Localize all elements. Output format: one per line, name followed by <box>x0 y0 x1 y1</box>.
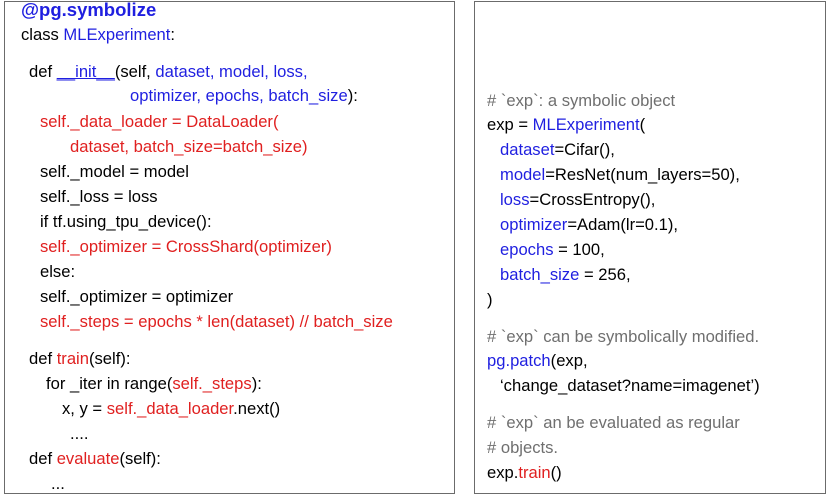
code-line: for _iter in range(self._steps): <box>46 374 262 394</box>
code-token: self._data_loader <box>106 399 234 418</box>
code-token: exp = <box>487 115 533 134</box>
code-line: # `exp`: a symbolic object <box>487 91 675 111</box>
code-token: def <box>29 349 57 368</box>
code-token: = 256, <box>579 265 631 284</box>
code-token: x, y = <box>62 399 107 418</box>
code-line: batch_size = 256, <box>500 265 631 285</box>
code-line: pg.patch(exp, <box>487 351 588 371</box>
code-token: optimizer, epochs, batch_size <box>130 86 348 105</box>
code-token: dataset <box>500 140 555 159</box>
code-line: dataset, batch_size=batch_size) <box>70 137 308 157</box>
code-line: exp.train() <box>487 463 562 483</box>
code-token: (self, <box>114 62 156 81</box>
code-line: if tf.using_tpu_device(): <box>40 212 212 232</box>
code-token: else: <box>40 262 76 281</box>
code-token: self._optimizer = CrossShard(optimizer) <box>40 237 332 256</box>
code-token: (self): <box>119 449 161 468</box>
code-line: model=ResNet(num_layers=50), <box>500 165 740 185</box>
code-token: =CrossEntropy(), <box>529 190 656 209</box>
code-token: loss <box>500 190 530 209</box>
code-token: =Cifar(), <box>554 140 615 159</box>
code-token: (exp, <box>550 351 588 370</box>
code-token: # `exp` can be symbolically modified. <box>487 327 760 346</box>
code-line: def evaluate(self): <box>29 449 161 469</box>
code-token: ): <box>251 374 262 393</box>
code-line: .... <box>70 424 88 444</box>
code-token: self._loss = loss <box>40 187 158 206</box>
code-token: def <box>29 449 57 468</box>
code-line: # `exp` an be evaluated as regular <box>487 413 740 433</box>
code-line: optimizer, epochs, batch_size): <box>130 86 358 106</box>
code-line: self._optimizer = CrossShard(optimizer) <box>40 237 332 257</box>
code-line: dataset=Cifar(), <box>500 140 615 160</box>
code-token: .next() <box>233 399 281 418</box>
code-token: for _iter in range( <box>46 374 173 393</box>
code-token: .... <box>70 424 89 443</box>
code-token: @pg.symbolize <box>21 0 157 20</box>
code-line: self._optimizer = optimizer <box>40 287 233 307</box>
code-token: def <box>29 62 57 81</box>
code-token: self._data_loader = DataLoader( <box>40 112 279 131</box>
code-token: ): <box>347 86 358 105</box>
code-token: self._steps = epochs * len(dataset) // b… <box>40 312 393 331</box>
code-token: # `exp`: a symbolic object <box>487 91 676 110</box>
code-token: ... <box>51 474 65 493</box>
code-token: optimizer <box>500 215 568 234</box>
code-token: ) <box>487 290 493 309</box>
code-token: if tf.using_tpu_device(): <box>40 212 212 231</box>
code-line: exp = MLExperiment( <box>487 115 645 135</box>
code-line: epochs = 100, <box>500 240 605 260</box>
code-token: MLExperiment <box>532 115 640 134</box>
code-token: dataset, batch_size=batch_size) <box>70 137 308 156</box>
code-token: pg.patch <box>487 351 551 370</box>
code-line: self._model = model <box>40 162 189 182</box>
code-line: def __init__(self, dataset, model, loss, <box>29 62 308 82</box>
code-token: evaluate <box>56 449 120 468</box>
code-line: optimizer=Adam(lr=0.1), <box>500 215 678 235</box>
code-token: batch_size <box>500 265 580 284</box>
class-definition-panel <box>4 1 455 494</box>
code-token: exp. <box>487 463 519 482</box>
code-token: dataset, model, loss, <box>155 62 308 81</box>
code-line: else: <box>40 262 75 282</box>
code-token: train <box>518 463 551 482</box>
code-token: MLExperiment <box>63 25 171 44</box>
usage-example-panel <box>474 1 826 494</box>
code-line: self._data_loader = DataLoader( <box>40 112 278 132</box>
code-line: ‘change_dataset?name=imagenet’) <box>500 376 760 396</box>
code-line: ) <box>487 290 493 310</box>
code-token: ( <box>639 115 646 134</box>
code-token: ‘change_dataset?name=imagenet’) <box>500 376 760 395</box>
code-token: # objects. <box>487 438 559 457</box>
code-line: def train(self): <box>29 349 130 369</box>
code-token: model <box>500 165 546 184</box>
code-token: (self): <box>88 349 131 368</box>
code-token: epochs <box>500 240 554 259</box>
code-token: train <box>56 349 89 368</box>
code-line: @pg.symbolize <box>21 0 156 21</box>
code-token: = 100, <box>553 240 605 259</box>
code-token: =Adam(lr=0.1), <box>567 215 678 234</box>
code-token: self._steps <box>172 374 252 393</box>
code-token: __init__ <box>56 62 115 81</box>
code-token: self._model = model <box>40 162 189 181</box>
code-token: =ResNet(num_layers=50), <box>545 165 740 184</box>
code-line: self._loss = loss <box>40 187 158 207</box>
code-line: # `exp` can be symbolically modified. <box>487 327 759 347</box>
code-line: # objects. <box>487 438 558 458</box>
code-token: () <box>550 463 562 482</box>
code-token: # `exp` an be evaluated as regular <box>487 413 740 432</box>
code-token: class <box>21 25 64 44</box>
code-line: ... <box>51 474 65 494</box>
code-token: : <box>170 25 176 44</box>
code-line: x, y = self._data_loader.next() <box>62 399 280 419</box>
code-token: self._optimizer = optimizer <box>40 287 234 306</box>
code-line: class MLExperiment: <box>21 25 175 45</box>
code-line: loss=CrossEntropy(), <box>500 190 655 210</box>
code-line: self._steps = epochs * len(dataset) // b… <box>40 312 393 332</box>
